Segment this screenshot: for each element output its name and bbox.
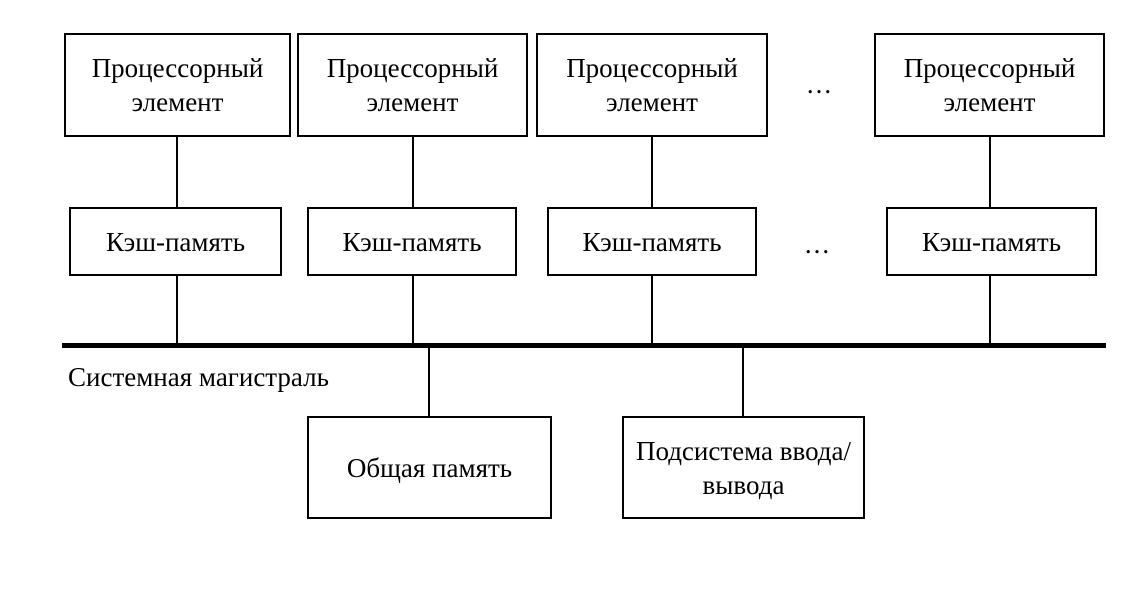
- connector-pe2-cache2: [412, 136, 414, 208]
- connector-cache4-bus: [989, 275, 991, 344]
- processor-element-label: Процессорный элемент: [566, 53, 738, 117]
- connector-bus-memory: [428, 346, 430, 416]
- cache-memory-label: Кэш-память: [921, 226, 1062, 257]
- cache-memory-box: Кэш-память: [547, 207, 757, 276]
- cache-memory-label: Кэш-память: [342, 226, 482, 257]
- processor-element-box: Процессорный элемент: [536, 33, 768, 137]
- cache-memory-box: Кэш-память: [307, 207, 517, 276]
- connector-cache3-bus: [651, 275, 653, 344]
- connector-cache1-bus: [176, 275, 178, 344]
- connector-pe4-cache4: [989, 136, 991, 208]
- processor-element-label: Процессорный элемент: [903, 53, 1076, 117]
- shared-memory-label: Общая память: [346, 452, 513, 483]
- io-subsystem-box: Подсистема ввода/вывода: [622, 416, 865, 519]
- cache-memory-box: Кэш-память: [69, 207, 282, 276]
- cache-memory-box: Кэш-память: [886, 207, 1097, 276]
- connector-cache2-bus: [412, 275, 414, 344]
- connector-bus-io: [742, 346, 744, 416]
- io-subsystem-label: Подсистема ввода/вывода: [635, 435, 852, 500]
- shared-memory-box: Общая память: [307, 416, 552, 519]
- cache-memory-label: Кэш-память: [582, 226, 722, 257]
- processor-element-box: Процессорный элемент: [64, 33, 291, 137]
- cache-row-ellipsis: ...: [804, 228, 832, 259]
- connector-pe3-cache3: [651, 136, 653, 208]
- system-bus-line: [62, 343, 1106, 348]
- processor-element-box: Процессорный элемент: [297, 33, 528, 137]
- cache-memory-label: Кэш-память: [105, 226, 246, 257]
- processor-element-label: Процессорный элемент: [91, 53, 264, 117]
- processor-element-label: Процессорный элемент: [326, 53, 499, 117]
- processor-element-box: Процессорный элемент: [874, 33, 1105, 137]
- processor-row-ellipsis: ...: [806, 68, 834, 99]
- system-bus-label: Системная магистраль: [68, 362, 329, 392]
- connector-pe1-cache1: [176, 136, 178, 208]
